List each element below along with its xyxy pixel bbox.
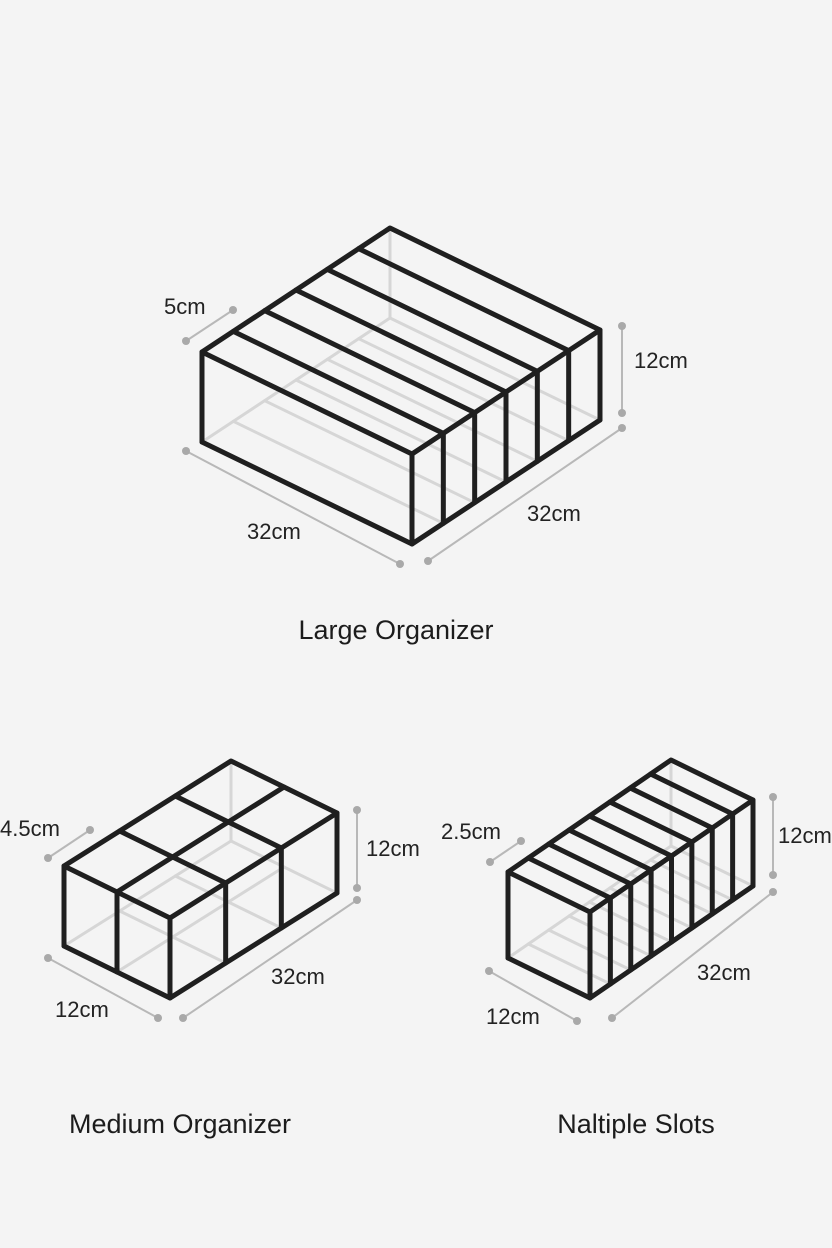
multi-divider-top-edge [648, 771, 736, 817]
large-organizer-back-frame [200, 226, 602, 525]
large-depth-label: 32cm [527, 501, 581, 526]
multi-slot-organizer-caption: Naltiple Slots [557, 1109, 715, 1139]
multi-front-width-label: 12cm [486, 1004, 540, 1029]
large-organizer: 5cm 12cm 32cm 32cm Large Organizer [164, 225, 688, 645]
slot-divider-top-edge [324, 266, 540, 374]
multi-divider-top-edge [587, 813, 674, 859]
multi-height-label: 12cm [778, 823, 832, 848]
large-front-width-label: 32cm [247, 519, 301, 544]
back-bottom-edge [62, 839, 339, 948]
slot-divider-top-edge [262, 308, 478, 416]
medium-height-label: 12cm [366, 836, 420, 861]
large-depth-dimension: 32cm [424, 424, 626, 565]
slot-divider-bottom-edge [231, 419, 445, 525]
multi-divider-top-edge [607, 799, 695, 845]
medium-depth-label: 32cm [271, 964, 325, 989]
multi-front-width-dimension: 12cm [485, 967, 581, 1029]
slot-divider-top-edge [293, 287, 509, 395]
slot-divider-top-edge [356, 246, 572, 354]
medium-divider-bottom-edge [173, 874, 283, 930]
slot-divider-bottom-edge [325, 357, 539, 463]
multi-slot-label: 2.5cm [441, 819, 501, 844]
bottom-rim [505, 883, 756, 1001]
medium-slot-dimension: 4.5cm [0, 816, 94, 862]
multi-depth-label: 32cm [697, 960, 751, 985]
large-slot-label: 5cm [164, 294, 206, 319]
multi-slot-organizer: 2.5cm 12cm 12cm 32cm Naltiple Slots [441, 757, 832, 1139]
medium-front-width-dimension: 12cm [44, 954, 162, 1022]
multi-slot-dimension: 2.5cm [441, 819, 525, 866]
multi-divider-top-edge [546, 841, 634, 887]
slot-divider-bottom-edge [357, 337, 571, 443]
large-height-label: 12cm [634, 348, 688, 373]
large-height-dimension: 12cm [618, 322, 688, 417]
medium-organizer-back-frame [62, 759, 339, 974]
multi-divider-top-edge [525, 855, 613, 901]
large-front-width-dimension: 32cm [182, 447, 404, 568]
medium-divider-top-edge [172, 793, 284, 851]
medium-divider-bottom-edge [118, 909, 228, 965]
multi-depth-dimension: 32cm [608, 888, 777, 1022]
multi-divider-top-edge [627, 785, 715, 831]
slot-divider-bottom-edge [263, 399, 477, 505]
medium-depth-dimension: 32cm [179, 896, 361, 1022]
multi-slot-organizer-frame [505, 757, 756, 1001]
medium-divider-top-edge [117, 828, 229, 886]
large-organizer-caption: Large Organizer [298, 615, 493, 645]
medium-organizer-caption: Medium Organizer [69, 1109, 291, 1139]
divider-bottom-edge [115, 865, 286, 974]
large-slot-dimension: 5cm [164, 294, 237, 345]
slot-divider-top-edge [230, 328, 446, 436]
medium-organizer: 4.5cm 12cm 12cm 32cm Medium Organizer [0, 758, 420, 1139]
multi-height-dimension: 12cm [769, 793, 832, 879]
medium-height-dimension: 12cm [353, 806, 420, 892]
large-organizer-frame [199, 225, 603, 547]
slot-divider-bottom-edge [294, 378, 508, 484]
medium-organizer-frame [61, 758, 340, 1001]
multi-divider-bottom-edge [526, 942, 612, 986]
medium-slot-label: 4.5cm [0, 816, 60, 841]
divider-top-edge [114, 784, 287, 895]
multi-divider-top-edge [566, 827, 654, 873]
medium-front-width-label: 12cm [55, 997, 109, 1022]
